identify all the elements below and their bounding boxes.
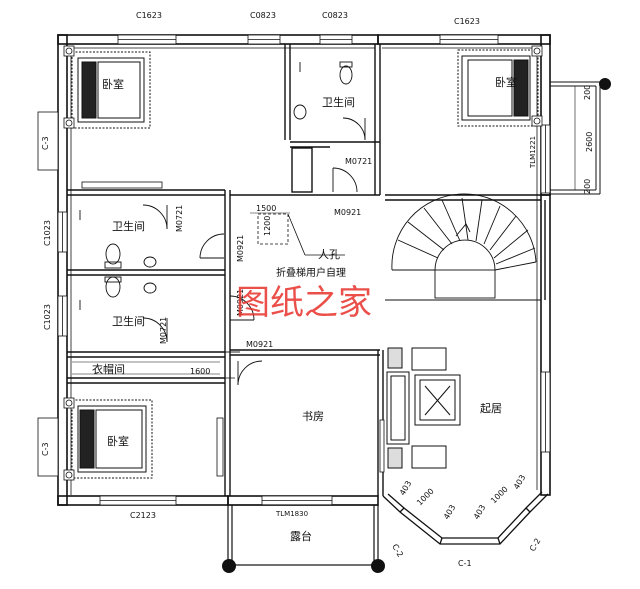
room-label-bedroom-bottom-left: 卧室 (107, 434, 129, 448)
dimension-value: 1200 (263, 216, 272, 236)
dimension-value: 1000 (489, 485, 510, 506)
window-code: C-2 (528, 537, 543, 553)
door-code: M0721 (159, 317, 168, 344)
window-code: C-3 (41, 442, 50, 456)
label-folding-stair: 折叠梯用户自理 (276, 266, 346, 279)
dimension-value: 1500 (256, 204, 276, 213)
interior-walls (67, 44, 546, 496)
column-marker (371, 559, 385, 573)
dimension-value: 200 (583, 179, 592, 194)
window-code: C0823 (250, 11, 276, 20)
window-code: TLM1221 (529, 136, 537, 169)
bay-window (382, 491, 549, 545)
door-code: M0721 (175, 205, 184, 232)
window-code: C1623 (454, 17, 480, 26)
windows (37, 34, 551, 506)
dimension-value: 200 (583, 85, 592, 100)
room-label-living: 起居 (480, 402, 502, 415)
window-code: C-2 (390, 543, 405, 559)
window-code: C1623 (136, 11, 162, 20)
dimension-value: 1600 (190, 367, 210, 376)
bed-top-right (457, 49, 539, 127)
sofa-set (386, 347, 461, 469)
window-code: C1023 (43, 304, 52, 330)
window-code: C0823 (322, 11, 348, 20)
room-label-closet: 衣帽间 (92, 362, 125, 376)
room-label-bedroom-top-right: 卧室 (495, 75, 517, 89)
dimension-value: 1000 (415, 487, 436, 508)
door-code: M0721 (345, 157, 372, 166)
dimension-value: 2600 (585, 132, 594, 152)
bed-bottom-left (71, 399, 153, 479)
door-code: M0921 (334, 208, 361, 217)
room-label-terrace: 露台 (290, 529, 312, 543)
dimension-value: 403 (472, 503, 487, 521)
column-marker (222, 559, 236, 573)
room-label-bath-low: 卫生间 (112, 314, 145, 328)
window-code: C2123 (130, 511, 156, 520)
window-code: C-3 (41, 136, 50, 150)
window-code: C1023 (43, 220, 52, 246)
label-manhole: 人孔 (318, 248, 340, 261)
dimension-value: 403 (512, 473, 527, 491)
door-code: M0921 (246, 340, 273, 349)
dimension-value: 403 (398, 479, 413, 497)
door-swings (142, 117, 366, 386)
column-marker (599, 78, 611, 90)
door-code: M0921 (236, 235, 245, 262)
terrace-outline (227, 504, 379, 566)
room-label-bedroom-top-left: 卧室 (102, 77, 124, 91)
bath-fixtures (79, 61, 353, 310)
window-code: C-1 (458, 559, 472, 568)
dimension-value: 403 (442, 503, 457, 521)
window-code: TLM1830 (275, 510, 308, 518)
room-label-bath-top: 卫生间 (322, 95, 355, 109)
room-label-bath-mid: 卫生间 (112, 219, 145, 233)
watermark: 图纸之家 (236, 283, 372, 323)
door-code: M0921 (236, 289, 245, 316)
room-label-study: 书房 (302, 410, 324, 423)
bed-top-left (71, 51, 151, 129)
spiral-stair (385, 193, 541, 301)
